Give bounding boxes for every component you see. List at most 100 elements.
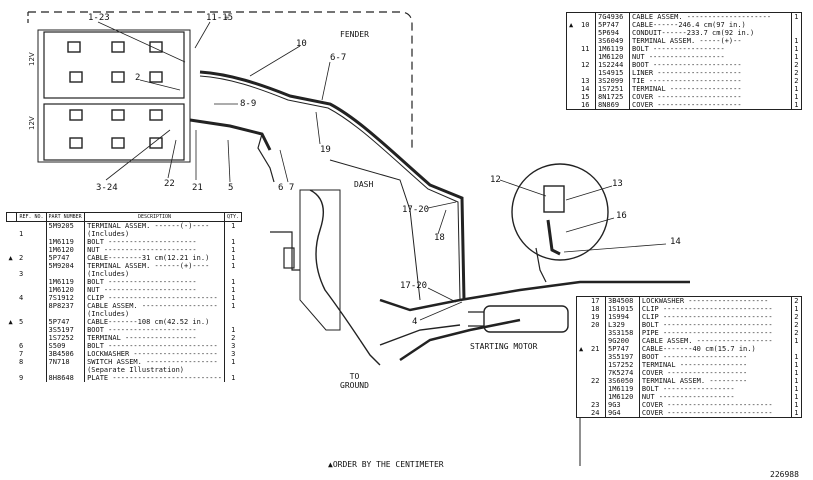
row-mark — [567, 53, 580, 61]
row-ref-number — [17, 334, 46, 342]
battery-upper — [43, 31, 185, 99]
row-part-number: 5M9205 — [45, 221, 86, 230]
row-ref-number — [579, 29, 596, 37]
table-row: 1M6119 BOLT ---------------------1 — [7, 238, 242, 246]
row-description: CABLE ASSEM. ------------------ — [641, 337, 773, 345]
table-row: 1M6120 NUT ------------------1 — [577, 393, 802, 401]
row-description: COVER ------------------- — [641, 369, 748, 377]
callout-8-9: 8-9 — [240, 99, 257, 109]
callout-17-20-a: 17-20 — [402, 205, 430, 215]
fender-label: FENDER — [340, 30, 369, 39]
row-quantity: 1 — [790, 53, 802, 61]
row-ref-number — [589, 353, 606, 361]
row-ref-number — [17, 366, 46, 374]
row-ref-number — [579, 69, 596, 77]
row-description: (Separate Illustration) — [87, 366, 185, 374]
row-mark — [567, 13, 580, 22]
row-quantity: 1 — [223, 262, 242, 270]
row-mark — [7, 302, 17, 310]
row-ref-number — [17, 302, 46, 310]
callout-11-15: 11-15 — [206, 13, 234, 23]
row-description: CABLE--------31 cm(12.21 in.) — [87, 254, 210, 262]
row-part-number — [45, 270, 86, 278]
row-mark — [577, 377, 590, 385]
row-mark — [577, 321, 590, 329]
row-description: NUT ------------------ — [641, 393, 735, 401]
header-qty: QTY. — [223, 212, 243, 222]
row-description: PLATE -------------------------- — [87, 374, 222, 382]
row-ref-number — [17, 278, 46, 286]
row-description: NUT ------------------ — [631, 53, 725, 61]
dash-panel — [299, 189, 341, 331]
row-part-number: S509 — [45, 342, 86, 350]
row-ref-number: 20 — [591, 321, 600, 329]
callout-3-24: 3-24 — [96, 183, 118, 193]
row-description: BOLT ----------------- — [641, 385, 735, 393]
row-description: PIPE -------------------------- — [641, 329, 773, 337]
row-part-number: 3S2099 — [595, 77, 630, 85]
row-quantity: 1 — [223, 358, 242, 366]
row-quantity: 1 — [223, 221, 242, 230]
callout-5: 5 — [228, 183, 234, 193]
row-part-number: 1M6119 — [45, 278, 86, 286]
row-mark — [7, 286, 17, 294]
table-row: 3S6049 TERMINAL ASSEM. -----(+)--1 — [567, 37, 802, 45]
fender-outline — [28, 11, 413, 150]
row-mark — [567, 61, 580, 69]
row-mark — [577, 313, 590, 321]
table-row: (Separate Illustration) — [7, 366, 242, 374]
row-description: COVER ------------------------- — [641, 409, 773, 417]
row-quantity — [223, 318, 242, 326]
row-quantity: 1 — [223, 286, 242, 294]
row-mark — [7, 334, 17, 342]
row-part-number: 9G200 — [605, 337, 640, 345]
row-description: CLIP -------------------------- — [641, 305, 773, 313]
callout-19: 19 — [320, 145, 331, 155]
callout-22: 22 — [164, 179, 175, 189]
callout-1-23: 1-23 — [88, 13, 110, 23]
row-quantity: 2 — [790, 321, 802, 329]
row-description: COVER -------------------- — [631, 101, 742, 109]
row-part-number: 9G4 — [605, 409, 640, 418]
callout-17-20-b: 17-20 — [400, 281, 428, 291]
row-description: COVER ------------------------- — [641, 401, 773, 409]
row-description: CABLE-------108 cm(42.52 in.) — [87, 318, 210, 326]
row-quantity: 2 — [790, 313, 802, 321]
row-quantity: 1 — [790, 401, 802, 409]
row-part-number: 8N869 — [595, 101, 630, 110]
row-description: (Includes) — [87, 230, 130, 238]
table-row: (Includes) — [7, 310, 242, 318]
row-ref-number — [17, 286, 46, 294]
table-row: 3S5197 BOOT ---------------------1 — [7, 326, 242, 334]
row-mark — [567, 45, 580, 53]
row-mark — [7, 222, 17, 231]
row-mark — [7, 262, 17, 270]
illustration-number: 226988 — [770, 470, 799, 479]
row-description: TERMINAL ASSEM. ------(-)---- — [87, 222, 210, 230]
row-part-number — [45, 310, 86, 318]
row-part-number: 5P747 — [45, 318, 86, 326]
row-part-number: 8H8648 — [45, 374, 86, 382]
header-ref: REF. NO. — [16, 212, 47, 222]
row-description: TERMINAL ASSEM. ------(+)---- — [87, 262, 210, 270]
row-quantity: 1 — [790, 12, 802, 21]
row-ref-number — [17, 222, 46, 231]
row-description: BOLT ----------------- — [631, 45, 725, 53]
row-quantity: 1 — [790, 409, 802, 418]
row-mark — [567, 37, 580, 45]
row-quantity: 1 — [223, 294, 242, 302]
row-part-number: 1M6120 — [595, 53, 630, 61]
row-description: LINER -------------------- — [631, 69, 742, 77]
row-quantity: 1 — [223, 254, 242, 262]
starting-motor-label: STARTING MOTOR — [470, 342, 538, 351]
